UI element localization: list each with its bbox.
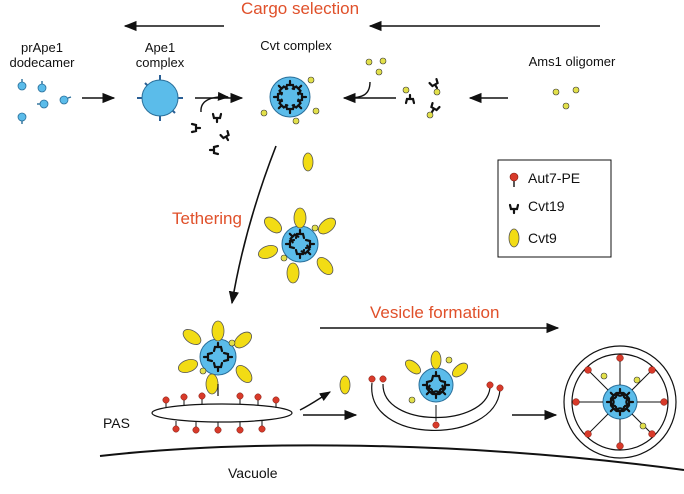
label-pas: PAS xyxy=(103,415,130,431)
pas-complex xyxy=(177,320,253,396)
arrow-tethering xyxy=(228,145,277,305)
cvt19-pool xyxy=(190,112,233,156)
cvt-vesicle xyxy=(563,345,677,459)
pas-membrane xyxy=(151,392,293,434)
ams1-cvt19-pool xyxy=(402,77,442,119)
ape1-complex xyxy=(137,75,183,121)
prape1-dodecamers xyxy=(17,79,72,124)
cvt9-icon xyxy=(508,228,520,248)
label-cvt-complex: Cvt complex xyxy=(260,38,332,53)
stage-vesicle-formation: Vesicle formation xyxy=(370,303,499,322)
arrow-cvt9-release xyxy=(299,391,331,411)
cvt-complex xyxy=(260,76,320,125)
stage-tethering: Tethering xyxy=(172,209,242,228)
cvt9-released xyxy=(339,375,351,395)
legend-cvt19: Cvt19 xyxy=(528,198,565,214)
label-prape1: prApe1 xyxy=(21,40,63,55)
label-ape1: Ape1 xyxy=(145,40,175,55)
label-dodecamer: dodecamer xyxy=(9,55,75,70)
forming-vesicle xyxy=(368,350,504,431)
legend-cvt9: Cvt9 xyxy=(528,230,557,246)
ams1-oligomer xyxy=(552,86,580,110)
arrow-ams1-join xyxy=(347,81,371,99)
arrow-cvt19-join xyxy=(200,91,230,113)
legend: Aut7-PE Cvt19 Cvt9 xyxy=(497,159,612,258)
label-ape1-complex: complex xyxy=(136,55,185,70)
label-vacuole: Vacuole xyxy=(228,465,278,481)
stage-cargo-selection: Cargo selection xyxy=(241,0,359,18)
label-ams1-oligomer: Ams1 oligomer xyxy=(529,54,616,69)
cvt9-free-top xyxy=(302,152,314,172)
vacuole-membrane xyxy=(99,444,684,471)
ams1-free-dots xyxy=(365,57,387,76)
cvt-complex-cvt9 xyxy=(257,207,336,284)
legend-aut7-pe: Aut7-PE xyxy=(528,170,580,186)
aut7-pe-icon xyxy=(509,172,519,187)
